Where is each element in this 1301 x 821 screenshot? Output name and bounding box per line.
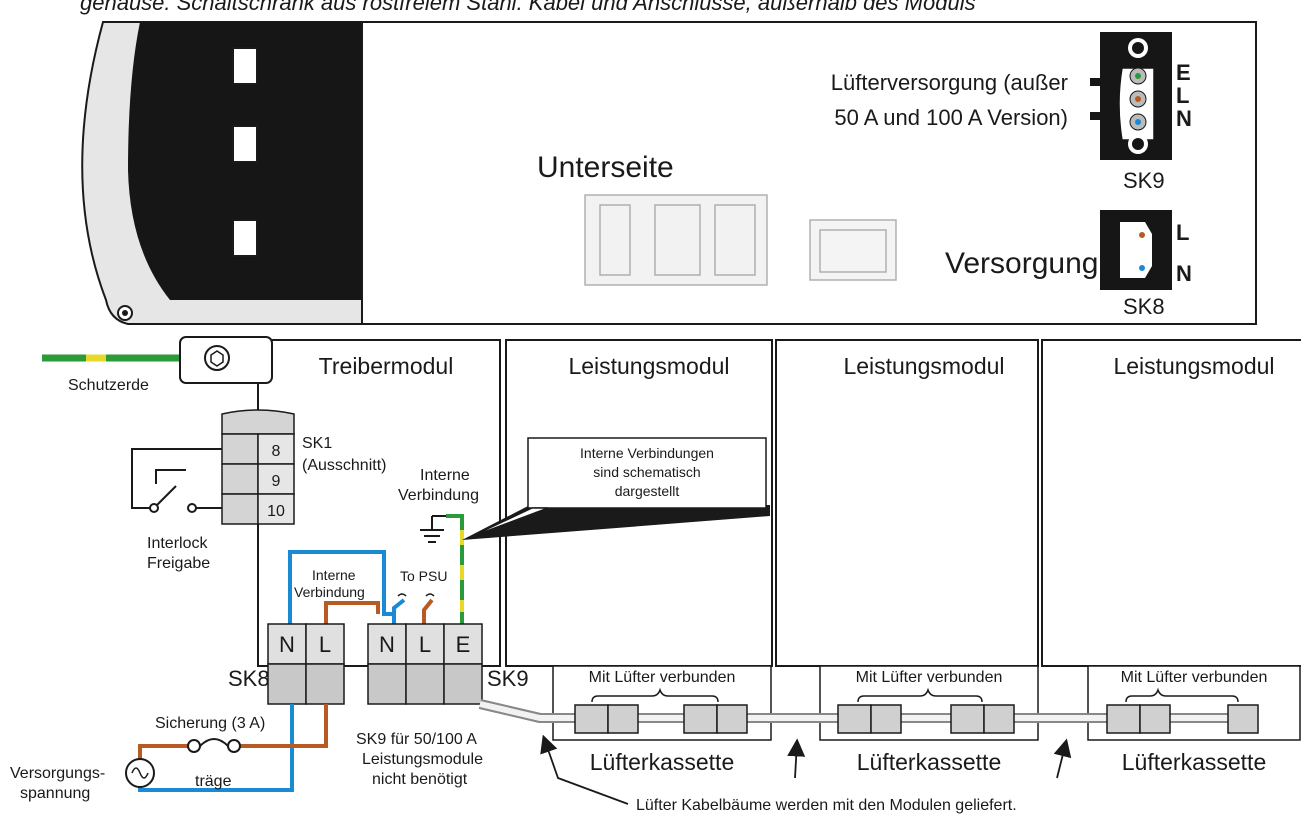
fan-connected-1: Mit Lüfter verbunden	[589, 669, 736, 686]
supply-voltage-line1: Versorgungs-	[10, 765, 105, 782]
sk8-upper-label: SK8	[1123, 294, 1165, 319]
earth-wire	[42, 336, 273, 384]
interlock-line2: Freigabe	[147, 555, 210, 572]
module-title-1: Leistungsmodul	[568, 353, 729, 379]
internal-conn-right-line2: Verbindung	[398, 487, 479, 504]
sk1-sub: (Ausschnitt)	[302, 457, 386, 474]
sk8-terminal-n: N	[279, 632, 295, 657]
internal-conn-right-line1: Interne	[420, 467, 470, 484]
harness-arrows	[540, 734, 1072, 805]
sk1-title: SK1	[302, 435, 332, 452]
sk1-connector	[221, 409, 295, 525]
sk9-pin-e: E	[1176, 60, 1191, 85]
sk9-label: SK9	[487, 666, 529, 691]
internal-wires	[288, 550, 434, 624]
sk8-upper-connector	[1100, 210, 1172, 290]
sk8-terminal-l: L	[319, 632, 331, 657]
sk1-pin-10: 10	[267, 503, 285, 520]
fan-supply-line2: 50 A und 100 A Version)	[834, 105, 1068, 130]
fuse-label: Sicherung (3 A)	[155, 715, 265, 732]
leistungsmodul-3-box	[1041, 339, 1301, 667]
harness-note: Lüfter Kabelbäume werden mit den Modulen…	[636, 797, 1017, 814]
internal-earth-wire	[446, 514, 464, 624]
module-title-0: Treibermodul	[319, 353, 454, 379]
versorgung-label: Versorgung	[945, 247, 1098, 280]
leistungsmodul-2-box	[775, 339, 1039, 667]
sk9-terminal-e: E	[456, 632, 471, 657]
sk9-pin-n: N	[1176, 106, 1192, 131]
module-title-2: Leistungsmodul	[843, 353, 1004, 379]
to-psu-label: To PSU	[400, 568, 447, 584]
sk8-terminal-block	[267, 623, 345, 705]
callout-line1: Interne Verbindungen	[580, 445, 714, 461]
sk1-pin-9: 9	[272, 473, 281, 490]
underside-connector-block	[584, 194, 768, 286]
fan-cassette-label-2: Lüfterkassette	[857, 749, 1001, 775]
sk9-upper-connector	[1090, 32, 1172, 160]
interlock-line1: Interlock	[147, 535, 208, 552]
fan-connected-3: Mit Lüfter verbunden	[1121, 669, 1268, 686]
sk8-pin-n: N	[1176, 261, 1192, 286]
fan-connected-2: Mit Lüfter verbunden	[856, 669, 1003, 686]
module-title-3: Leistungsmodul	[1113, 353, 1274, 379]
sk9-note-line1: SK9 für 50/100 A	[356, 731, 477, 748]
fan-connectors	[574, 704, 1259, 734]
fuse-type-label: träge	[195, 773, 232, 790]
fan-cassette-label-1: Lüfterkassette	[590, 749, 734, 775]
unterseite-label: Unterseite	[537, 151, 674, 184]
ac-source-symbol	[125, 758, 155, 788]
sk9-terminal-n: N	[379, 632, 395, 657]
fan-supply-line1: Lüfterversorgung (außer	[831, 70, 1068, 95]
interlock-switch	[131, 448, 222, 513]
sk8-pin-l: L	[1176, 220, 1189, 245]
braces	[591, 687, 1239, 703]
sk9-terminal-l: L	[419, 632, 431, 657]
top-caption: gehäuse. Schaltschrank aus rostfreiem St…	[80, 0, 976, 15]
callout-line3: dargestellt	[615, 483, 680, 499]
device-front-panel	[81, 21, 363, 325]
sk9-pin-l: L	[1176, 83, 1189, 108]
sk8-label: SK8	[228, 666, 270, 691]
ground-symbol	[420, 515, 450, 543]
fan-cassette-label-3: Lüfterkassette	[1122, 749, 1266, 775]
internal-conn-left-line1: Interne	[312, 567, 356, 583]
sk1-pin-8: 8	[272, 443, 281, 460]
sk9-terminal-block	[367, 623, 483, 705]
callout-box	[462, 437, 770, 540]
sk9-note-line3: nicht benötigt	[372, 771, 468, 788]
callout-line2: sind schematisch	[593, 464, 700, 480]
internal-conn-left-line2: Verbindung	[294, 584, 365, 600]
fuse-symbol	[187, 738, 241, 753]
supply-voltage-line2: spannung	[20, 785, 90, 802]
schutzerde-label: Schutzerde	[68, 377, 149, 394]
sk9-note-line2: Leistungsmodule	[362, 751, 483, 768]
sk9-upper-label: SK9	[1123, 168, 1165, 193]
underside-rj45-port	[809, 219, 897, 281]
